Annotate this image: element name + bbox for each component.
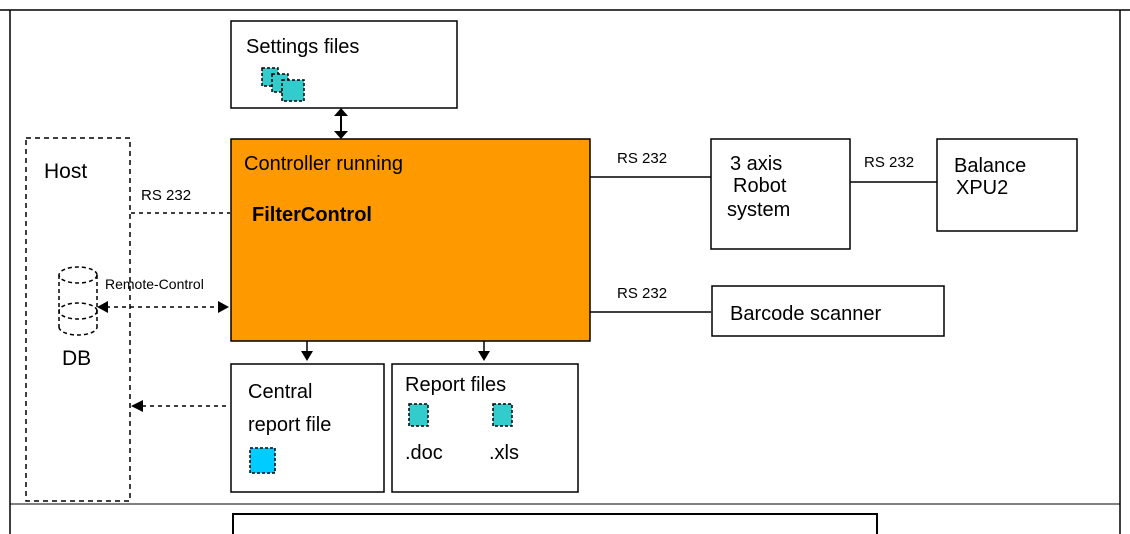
doc-label: .doc — [405, 442, 443, 464]
xls-file-icon — [492, 403, 513, 427]
robot-line2: Robot — [733, 175, 787, 197]
doc-file-icon — [408, 403, 429, 427]
barcode-scanner-box — [711, 285, 945, 337]
central-report-line1: Central — [248, 381, 312, 403]
db-label: DB — [62, 347, 91, 370]
host-label: Host — [44, 160, 87, 183]
settings-files-label: Settings files — [246, 36, 359, 58]
report-files-box — [391, 363, 579, 493]
bottom-box — [232, 513, 878, 534]
report-to-host-arrow — [131, 400, 230, 412]
balance-box — [936, 138, 1078, 232]
remote-control-arrow — [97, 301, 229, 313]
controller-software: FilterControl — [252, 204, 372, 226]
barcode-scanner-label: Barcode scanner — [730, 303, 882, 325]
controller-box — [230, 138, 591, 342]
host-rs232-label: RS 232 — [141, 187, 191, 204]
xls-label: .xls — [489, 442, 519, 464]
settings-files-box: Settings files — [230, 20, 458, 109]
robot-rs232-label: RS 232 — [617, 150, 667, 167]
db-icon — [58, 266, 98, 336]
controller-title: Controller running — [244, 153, 403, 175]
report-files-label: Report files — [405, 374, 506, 396]
settings-controller-arrow — [334, 108, 348, 139]
balance-line2: XPU2 — [956, 177, 1008, 199]
central-report-line2: report file — [248, 414, 331, 436]
robot-line1: 3 axis — [730, 153, 782, 175]
settings-file-icon — [261, 67, 305, 102]
barcode-rs232-label: RS 232 — [617, 285, 667, 302]
controller-to-report-files-arrow — [478, 341, 490, 361]
remote-control-label: Remote-Control — [105, 276, 204, 292]
balance-line1: Balance — [954, 155, 1026, 177]
balance-rs232-label: RS 232 — [864, 154, 914, 171]
controller-to-central-report-arrow — [301, 341, 313, 361]
robot-box — [710, 138, 851, 250]
robot-line3: system — [727, 199, 790, 221]
central-report-file-icon — [249, 447, 276, 474]
